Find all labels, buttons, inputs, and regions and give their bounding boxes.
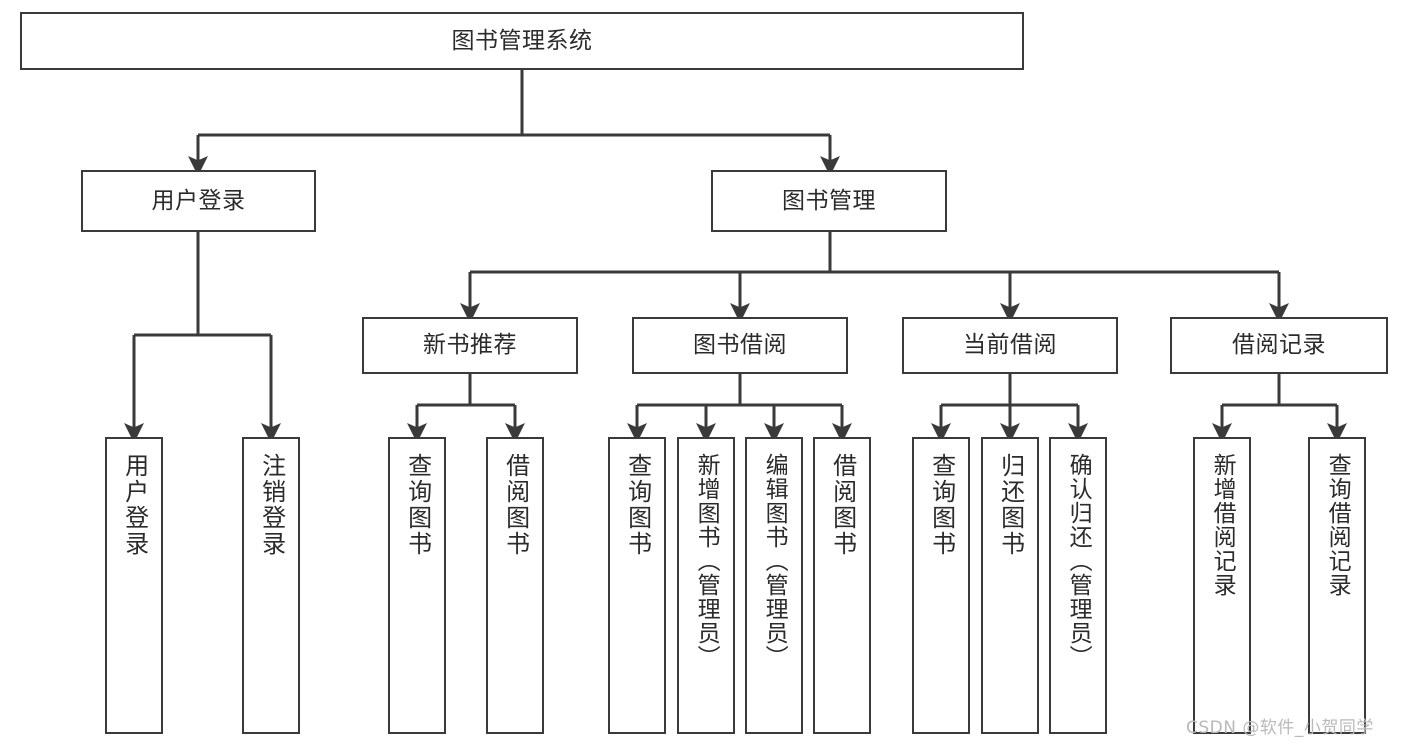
leaf-new-book-borrow[interactable]: 借阅图书 bbox=[486, 437, 544, 734]
leaf-current-borrow-return-label: 归还图书 bbox=[996, 453, 1025, 557]
leaf-current-borrow-query-label: 查询图书 bbox=[927, 453, 956, 557]
node-root-system-label: 图书管理系统 bbox=[451, 27, 593, 54]
leaf-current-borrow-confirm-label: 确认归还（管理员） bbox=[1065, 453, 1092, 669]
connector-lines bbox=[124, 70, 1347, 443]
leaf-borrow-record-query[interactable]: 查询借阅记录 bbox=[1308, 437, 1366, 734]
node-root-system[interactable]: 图书管理系统 bbox=[20, 12, 1024, 70]
node-book-borrow-label: 图书借阅 bbox=[693, 332, 787, 359]
leaf-user-login-signin[interactable]: 用户登录 bbox=[105, 437, 163, 734]
node-book-borrow[interactable]: 图书借阅 bbox=[632, 317, 848, 374]
node-current-borrow-label: 当前借阅 bbox=[963, 332, 1057, 359]
node-user-login[interactable]: 用户登录 bbox=[81, 170, 316, 232]
leaf-book-borrow-edit[interactable]: 编辑图书（管理员） bbox=[745, 437, 803, 734]
node-book-management[interactable]: 图书管理 bbox=[711, 170, 947, 232]
node-borrow-record-label: 借阅记录 bbox=[1232, 332, 1326, 359]
node-new-book-recommend[interactable]: 新书推荐 bbox=[362, 317, 578, 374]
node-new-book-recommend-label: 新书推荐 bbox=[423, 332, 517, 359]
node-borrow-record[interactable]: 借阅记录 bbox=[1170, 317, 1388, 374]
leaf-current-borrow-query[interactable]: 查询图书 bbox=[912, 437, 970, 734]
leaf-user-login-logout[interactable]: 注销登录 bbox=[242, 437, 300, 734]
leaf-borrow-record-add[interactable]: 新增借阅记录 bbox=[1193, 437, 1251, 734]
leaf-book-borrow-query[interactable]: 查询图书 bbox=[608, 437, 666, 734]
leaf-book-borrow-add[interactable]: 新增图书（管理员） bbox=[677, 437, 735, 734]
leaf-book-borrow-query-label: 查询图书 bbox=[623, 453, 652, 557]
leaf-book-borrow-edit-label: 编辑图书（管理员） bbox=[761, 453, 788, 669]
leaf-new-book-query[interactable]: 查询图书 bbox=[388, 437, 446, 734]
leaf-borrow-record-query-label: 查询借阅记录 bbox=[1324, 453, 1351, 597]
leaf-current-borrow-return[interactable]: 归还图书 bbox=[981, 437, 1039, 734]
leaf-book-borrow-lend-label: 借阅图书 bbox=[828, 453, 857, 557]
node-user-login-label: 用户登录 bbox=[151, 187, 246, 214]
leaf-new-book-borrow-label: 借阅图书 bbox=[501, 453, 530, 557]
leaf-borrow-record-add-label: 新增借阅记录 bbox=[1209, 453, 1236, 597]
leaf-user-login-logout-label: 注销登录 bbox=[257, 453, 286, 557]
csdn-watermark: CSDN @软件_小贺同学 bbox=[1186, 718, 1374, 738]
leaf-book-borrow-lend[interactable]: 借阅图书 bbox=[813, 437, 871, 734]
leaf-user-login-signin-label: 用户登录 bbox=[120, 453, 149, 557]
leaf-book-borrow-add-label: 新增图书（管理员） bbox=[693, 453, 720, 669]
node-current-borrow[interactable]: 当前借阅 bbox=[902, 317, 1118, 374]
leaf-new-book-query-label: 查询图书 bbox=[403, 453, 432, 557]
leaf-current-borrow-confirm[interactable]: 确认归还（管理员） bbox=[1049, 437, 1107, 734]
node-book-management-label: 图书管理 bbox=[782, 187, 876, 214]
